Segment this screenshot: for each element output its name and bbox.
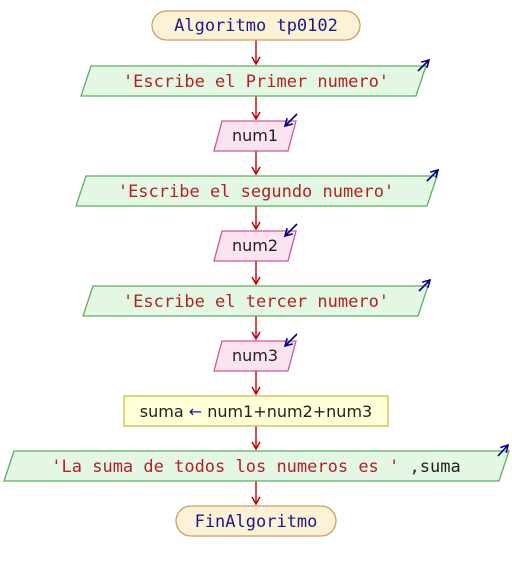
output-arrow-icon — [497, 443, 510, 457]
assignment-block[interactable]: suma ← num1+num2+num3 — [123, 395, 389, 427]
output-arrow-icon — [426, 168, 440, 182]
assignment-target: suma — [140, 402, 184, 421]
start-label: Algoritmo tp0102 — [174, 16, 338, 36]
output-text-1: 'Escribe el Primer numero' — [123, 72, 389, 92]
output-block-3[interactable]: 'Escribe el tercer numero' — [82, 278, 432, 317]
start-terminal[interactable]: Algoritmo tp0102 — [151, 10, 361, 41]
input-arrow-icon — [283, 113, 298, 128]
output-text-2: 'Escribe el segundo numero' — [118, 182, 394, 202]
output-string: 'La suma de todos los numeros es ' — [51, 457, 399, 477]
output-variable: ,suma — [410, 457, 461, 477]
output-arrow-icon — [417, 58, 431, 72]
output-block-2[interactable]: 'Escribe el segundo numero' — [75, 168, 440, 207]
input-block-2[interactable]: num2 — [213, 223, 298, 262]
output-text-3: 'Escribe el tercer numero' — [123, 292, 389, 312]
assignment-text: suma ← num1+num2+num3 — [140, 402, 372, 421]
input-block-1[interactable]: num1 — [213, 113, 298, 152]
output-block-1[interactable]: 'Escribe el Primer numero' — [80, 58, 431, 97]
output-arrow-icon — [418, 278, 432, 292]
output-text-4: 'La suma de todos los numeros es ' ,suma — [51, 457, 460, 477]
assign-arrow-icon: ← — [189, 402, 202, 421]
input-text-3: num3 — [232, 346, 278, 365]
input-arrow-icon — [283, 333, 298, 348]
input-arrow-icon — [283, 223, 298, 238]
end-terminal[interactable]: FinAlgoritmo — [175, 505, 337, 537]
input-text-2: num2 — [232, 236, 278, 255]
end-label: FinAlgoritmo — [195, 512, 318, 532]
output-block-4[interactable]: 'La suma de todos los numeros es ' ,suma — [3, 443, 510, 482]
input-block-3[interactable]: num3 — [213, 333, 298, 372]
input-text-1: num1 — [232, 126, 278, 145]
assignment-expression: num1+num2+num3 — [207, 402, 372, 421]
